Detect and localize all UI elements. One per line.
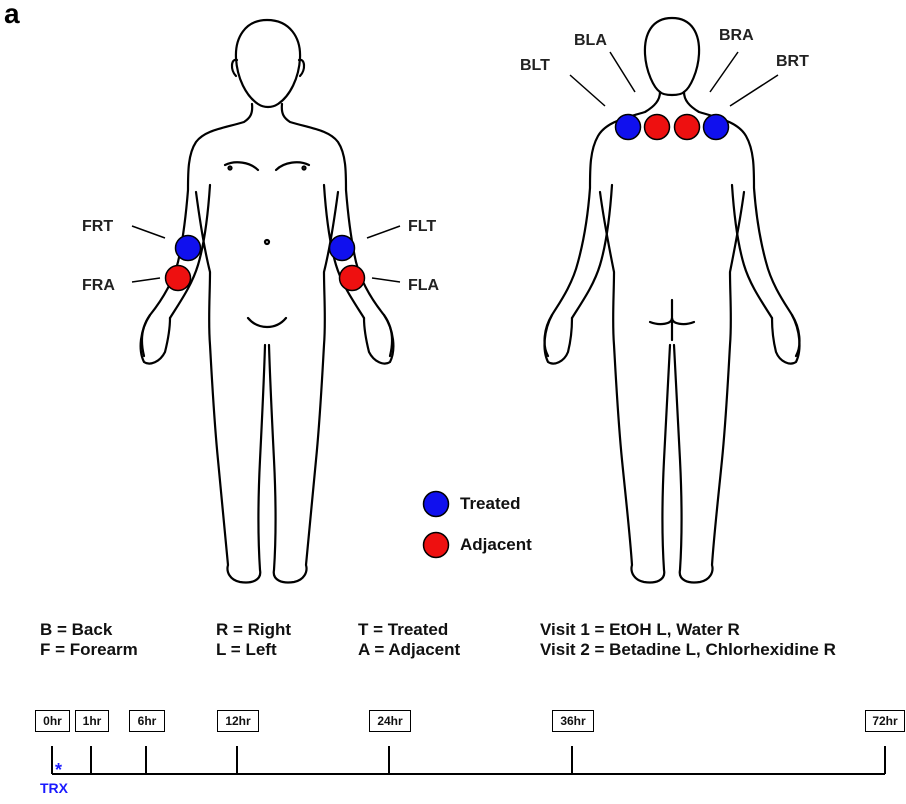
legend-adjacent-label: Adjacent — [460, 535, 532, 555]
site-flt-marker — [330, 236, 355, 261]
timeline — [52, 746, 885, 774]
back-body-outline — [545, 18, 800, 583]
site-label-brt: BRT — [776, 53, 809, 70]
abbr-col-1: B = Back F = Forearm — [40, 620, 138, 660]
site-label-frt: FRT — [82, 218, 113, 235]
trx-label: TRX — [40, 780, 68, 796]
time-12hr: 12hr — [217, 710, 259, 732]
abbr-col-4: Visit 1 = EtOH L, Water R Visit 2 = Beta… — [540, 620, 836, 660]
site-markers — [166, 115, 729, 291]
abbr-left: L = Left — [216, 640, 291, 660]
site-label-bra: BRA — [719, 27, 754, 44]
site-label-fra: FRA — [82, 277, 115, 294]
time-24hr: 24hr — [369, 710, 411, 732]
site-fla-marker — [340, 266, 365, 291]
abbr-adjacent: A = Adjacent — [358, 640, 460, 660]
front-body-outline — [141, 20, 394, 583]
abbr-forearm: F = Forearm — [40, 640, 138, 660]
legend-treated-label: Treated — [460, 494, 520, 514]
time-36hr: 36hr — [552, 710, 594, 732]
site-blt-marker — [616, 115, 641, 140]
trx-asterisk: * — [55, 760, 62, 781]
abbr-col-2: R = Right L = Left — [216, 620, 291, 660]
site-brt-marker — [704, 115, 729, 140]
site-label-flt: FLT — [408, 218, 436, 235]
site-label-bla: BLA — [574, 32, 607, 49]
abbr-visit-1: Visit 1 = EtOH L, Water R — [540, 620, 836, 640]
site-frt-marker — [176, 236, 201, 261]
abbr-right: R = Right — [216, 620, 291, 640]
site-fra-marker — [166, 266, 191, 291]
abbr-col-3: T = Treated A = Adjacent — [358, 620, 460, 660]
time-1hr: 1hr — [75, 710, 109, 732]
site-label-fla: FLA — [408, 277, 440, 294]
time-72hr: 72hr — [865, 710, 905, 732]
time-6hr: 6hr — [129, 710, 165, 732]
abbr-treated: T = Treated — [358, 620, 460, 640]
abbr-back: B = Back — [40, 620, 138, 640]
legend-treated-marker — [424, 492, 449, 517]
site-label-blt: BLT — [520, 57, 550, 74]
time-0hr: 0hr — [35, 710, 70, 732]
site-bra-marker — [675, 115, 700, 140]
abbr-visit-2: Visit 2 = Betadine L, Chlorhexidine R — [540, 640, 836, 660]
legend-adjacent-marker — [424, 533, 449, 558]
site-bla-marker — [645, 115, 670, 140]
